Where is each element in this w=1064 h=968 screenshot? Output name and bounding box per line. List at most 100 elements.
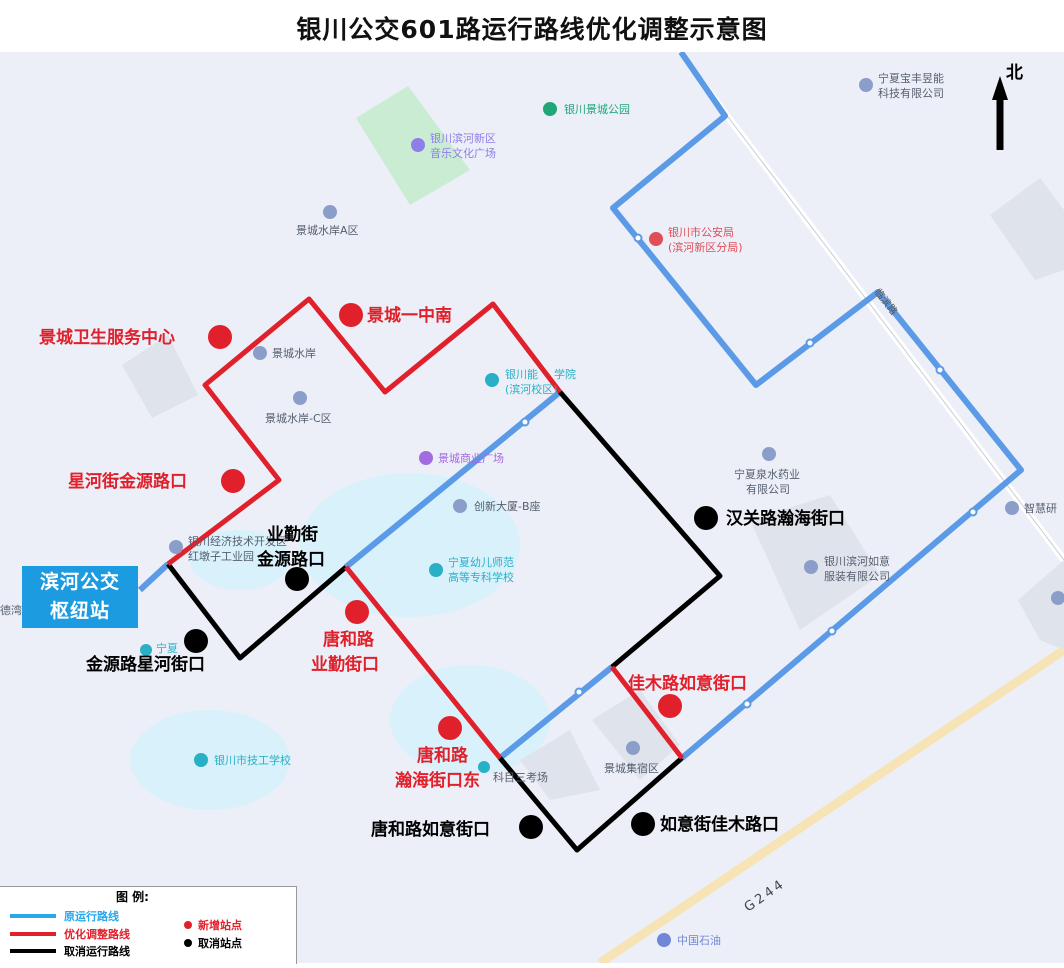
hub-line-1: 滨河公交 [39, 571, 120, 593]
label-jiamu: 佳木路如意街口 [628, 673, 747, 694]
residence-icon [253, 346, 267, 360]
residence-icon [626, 741, 640, 755]
original-route-east [610, 52, 1024, 761]
building-icon [859, 78, 873, 92]
cancel-stop-ruyi-jiamu [631, 812, 655, 836]
label-yeqin-2: 金源路口 [256, 549, 325, 570]
building-block [122, 335, 198, 418]
label-tanghe-hanhai-2: 瀚海街口东 [394, 770, 480, 791]
poi-park: 银川景城公园 [564, 102, 630, 116]
water-area-center [300, 473, 520, 617]
hub-line-2: 枢纽站 [49, 600, 110, 622]
cancelled-route-east [558, 390, 723, 669]
map-title: 银川公交601路运行路线优化调整示意图 [296, 15, 768, 44]
original-route-south [498, 664, 614, 761]
label-jinyuan: 金源路星河街口 [85, 654, 205, 675]
poi-college-1: 银川能 [505, 367, 538, 381]
poi-zhihui: 智慧研 [1024, 501, 1057, 515]
poi-petro: 中国石油 [677, 933, 721, 947]
poi-music-1: 银川滨河新区 [430, 131, 496, 145]
shopping-icon [419, 451, 433, 465]
building-block [592, 690, 680, 780]
company-icon [804, 560, 818, 574]
new-stop-jiamu-ruyi [658, 694, 682, 718]
plaza-icon [411, 138, 425, 152]
cancelled-route-south [498, 756, 684, 853]
poi-police-1: 银川市公安局 [668, 225, 734, 239]
building-block [990, 178, 1064, 280]
new-stop-tanghe-yeqin [345, 600, 369, 624]
route-map: 北 宁夏宝丰昱能 科技有限公司 银川景城公园 银川滨河新区 音乐文化广场 景城水… [0, 52, 1064, 963]
poi-econ-2: 红墩子工业园 [188, 549, 254, 563]
optimized-route-jiamu [610, 665, 684, 760]
label-tanghe-yeqin-1: 唐和路 [323, 629, 375, 650]
poi-dorm: 景城集宿区 [604, 761, 659, 775]
cancelled-route-west [166, 562, 348, 661]
new-stop-yizhong [339, 303, 363, 327]
poi-shuian-c: 景城水岸-C区 [265, 412, 332, 425]
poi-shuian: 景城水岸 [272, 347, 316, 360]
original-route-hub-link [137, 561, 171, 593]
legend-black-dot [184, 939, 192, 947]
cancel-stop-yeqin-jinyuan [285, 567, 309, 591]
water-area-west [190, 530, 290, 590]
company-icon [762, 447, 776, 461]
poi-baofeng: 宁夏宝丰昱能 [878, 71, 944, 85]
new-stop-tanghe-hanhai [438, 716, 462, 740]
park-icon [543, 102, 557, 116]
title-bar: 银川公交601路运行路线优化调整示意图 [0, 0, 1064, 52]
north-label: 北 [1006, 63, 1023, 83]
new-stop-health [208, 325, 232, 349]
cancel-stops [184, 506, 718, 839]
legend-cancel-stop: 取消站点 [198, 936, 242, 950]
poi-ruyi-1: 银川滨河如意 [824, 554, 890, 568]
poi-ningxia: 宁夏 [156, 641, 178, 655]
gas-station-icon [657, 933, 671, 947]
residence-icon [293, 391, 307, 405]
legend-new-stop: 新增站点 [198, 918, 242, 932]
label-ruyi-jiamu: 如意街佳木路口 [660, 814, 779, 835]
new-stops [208, 303, 682, 740]
legend-title: 图 例: [116, 889, 149, 904]
legend-graphic: 图 例: 原运行路线 优化调整路线 取消运行路线 新增站点 取消站点 [10, 889, 242, 958]
hub-station-box: 滨河公交 枢纽站 [22, 566, 138, 628]
label-health: 景城卫生服务中心 [39, 327, 175, 348]
cancel-stop-jinyuan-xinghe [184, 629, 208, 653]
poi-kindergarten-1: 宁夏幼儿师范 [448, 555, 514, 569]
poi-baofeng-2: 科技有限公司 [878, 86, 944, 100]
label-tanghe-yeqin-2: 业勤街口 [311, 654, 379, 675]
map-background [0, 52, 1064, 963]
industry-icon [169, 540, 183, 554]
poi-ruyi-2: 服装有限公司 [824, 569, 890, 583]
poi-icons [140, 78, 1064, 947]
building-block [1018, 560, 1064, 650]
poi-quanshui-2: 有限公司 [746, 482, 790, 496]
road-linbin-edge [699, 79, 1064, 561]
label-xinghe: 星河街金源路口 [68, 471, 187, 492]
original-stops [520, 233, 978, 709]
cancel-stop-tanghe-ruyi [519, 815, 543, 839]
poi-college-1b: 学院 [554, 367, 576, 381]
poi-icon [140, 644, 152, 656]
cancel-stop-labels: 业勤街 金源路口 金源路星河街口 汉关路瀚海街口 唐和路如意街口 如意街佳木路口 [85, 508, 845, 840]
legend: 图 例: 原运行路线 优化调整路线 取消运行路线 新增站点 取消站点 [0, 886, 297, 964]
poi-commerce: 景城商业广场 [438, 451, 504, 465]
poi-kindergarten-2: 高等专科学校 [448, 570, 514, 584]
label-yizhong: 景城一中南 [367, 305, 452, 326]
legend-red-dot [184, 921, 192, 929]
label-hanguan: 汉关路瀚海街口 [726, 508, 845, 529]
poi-quanshui-1: 宁夏泉水药业 [734, 467, 800, 481]
road-g244 [597, 646, 1064, 963]
legend-original: 原运行路线 [64, 909, 119, 923]
poi-chuangxin: 创新大厦-B座 [474, 499, 541, 513]
school-icon [485, 373, 499, 387]
optimized-route-north [166, 296, 562, 566]
poi-music-2: 音乐文化广场 [430, 146, 496, 160]
water-area-school [130, 710, 290, 810]
cancel-stop-hanguan [694, 506, 718, 530]
legend-cancelled: 取消运行路线 [64, 944, 130, 958]
poi-shuian-a: 景城水岸A区 [296, 224, 359, 237]
building-block [520, 730, 600, 800]
new-stop-labels: 景城卫生服务中心 景城一中南 星河街金源路口 唐和路 业勤街口 唐和路 瀚海街口… [39, 305, 747, 791]
residence-icon [323, 205, 337, 219]
